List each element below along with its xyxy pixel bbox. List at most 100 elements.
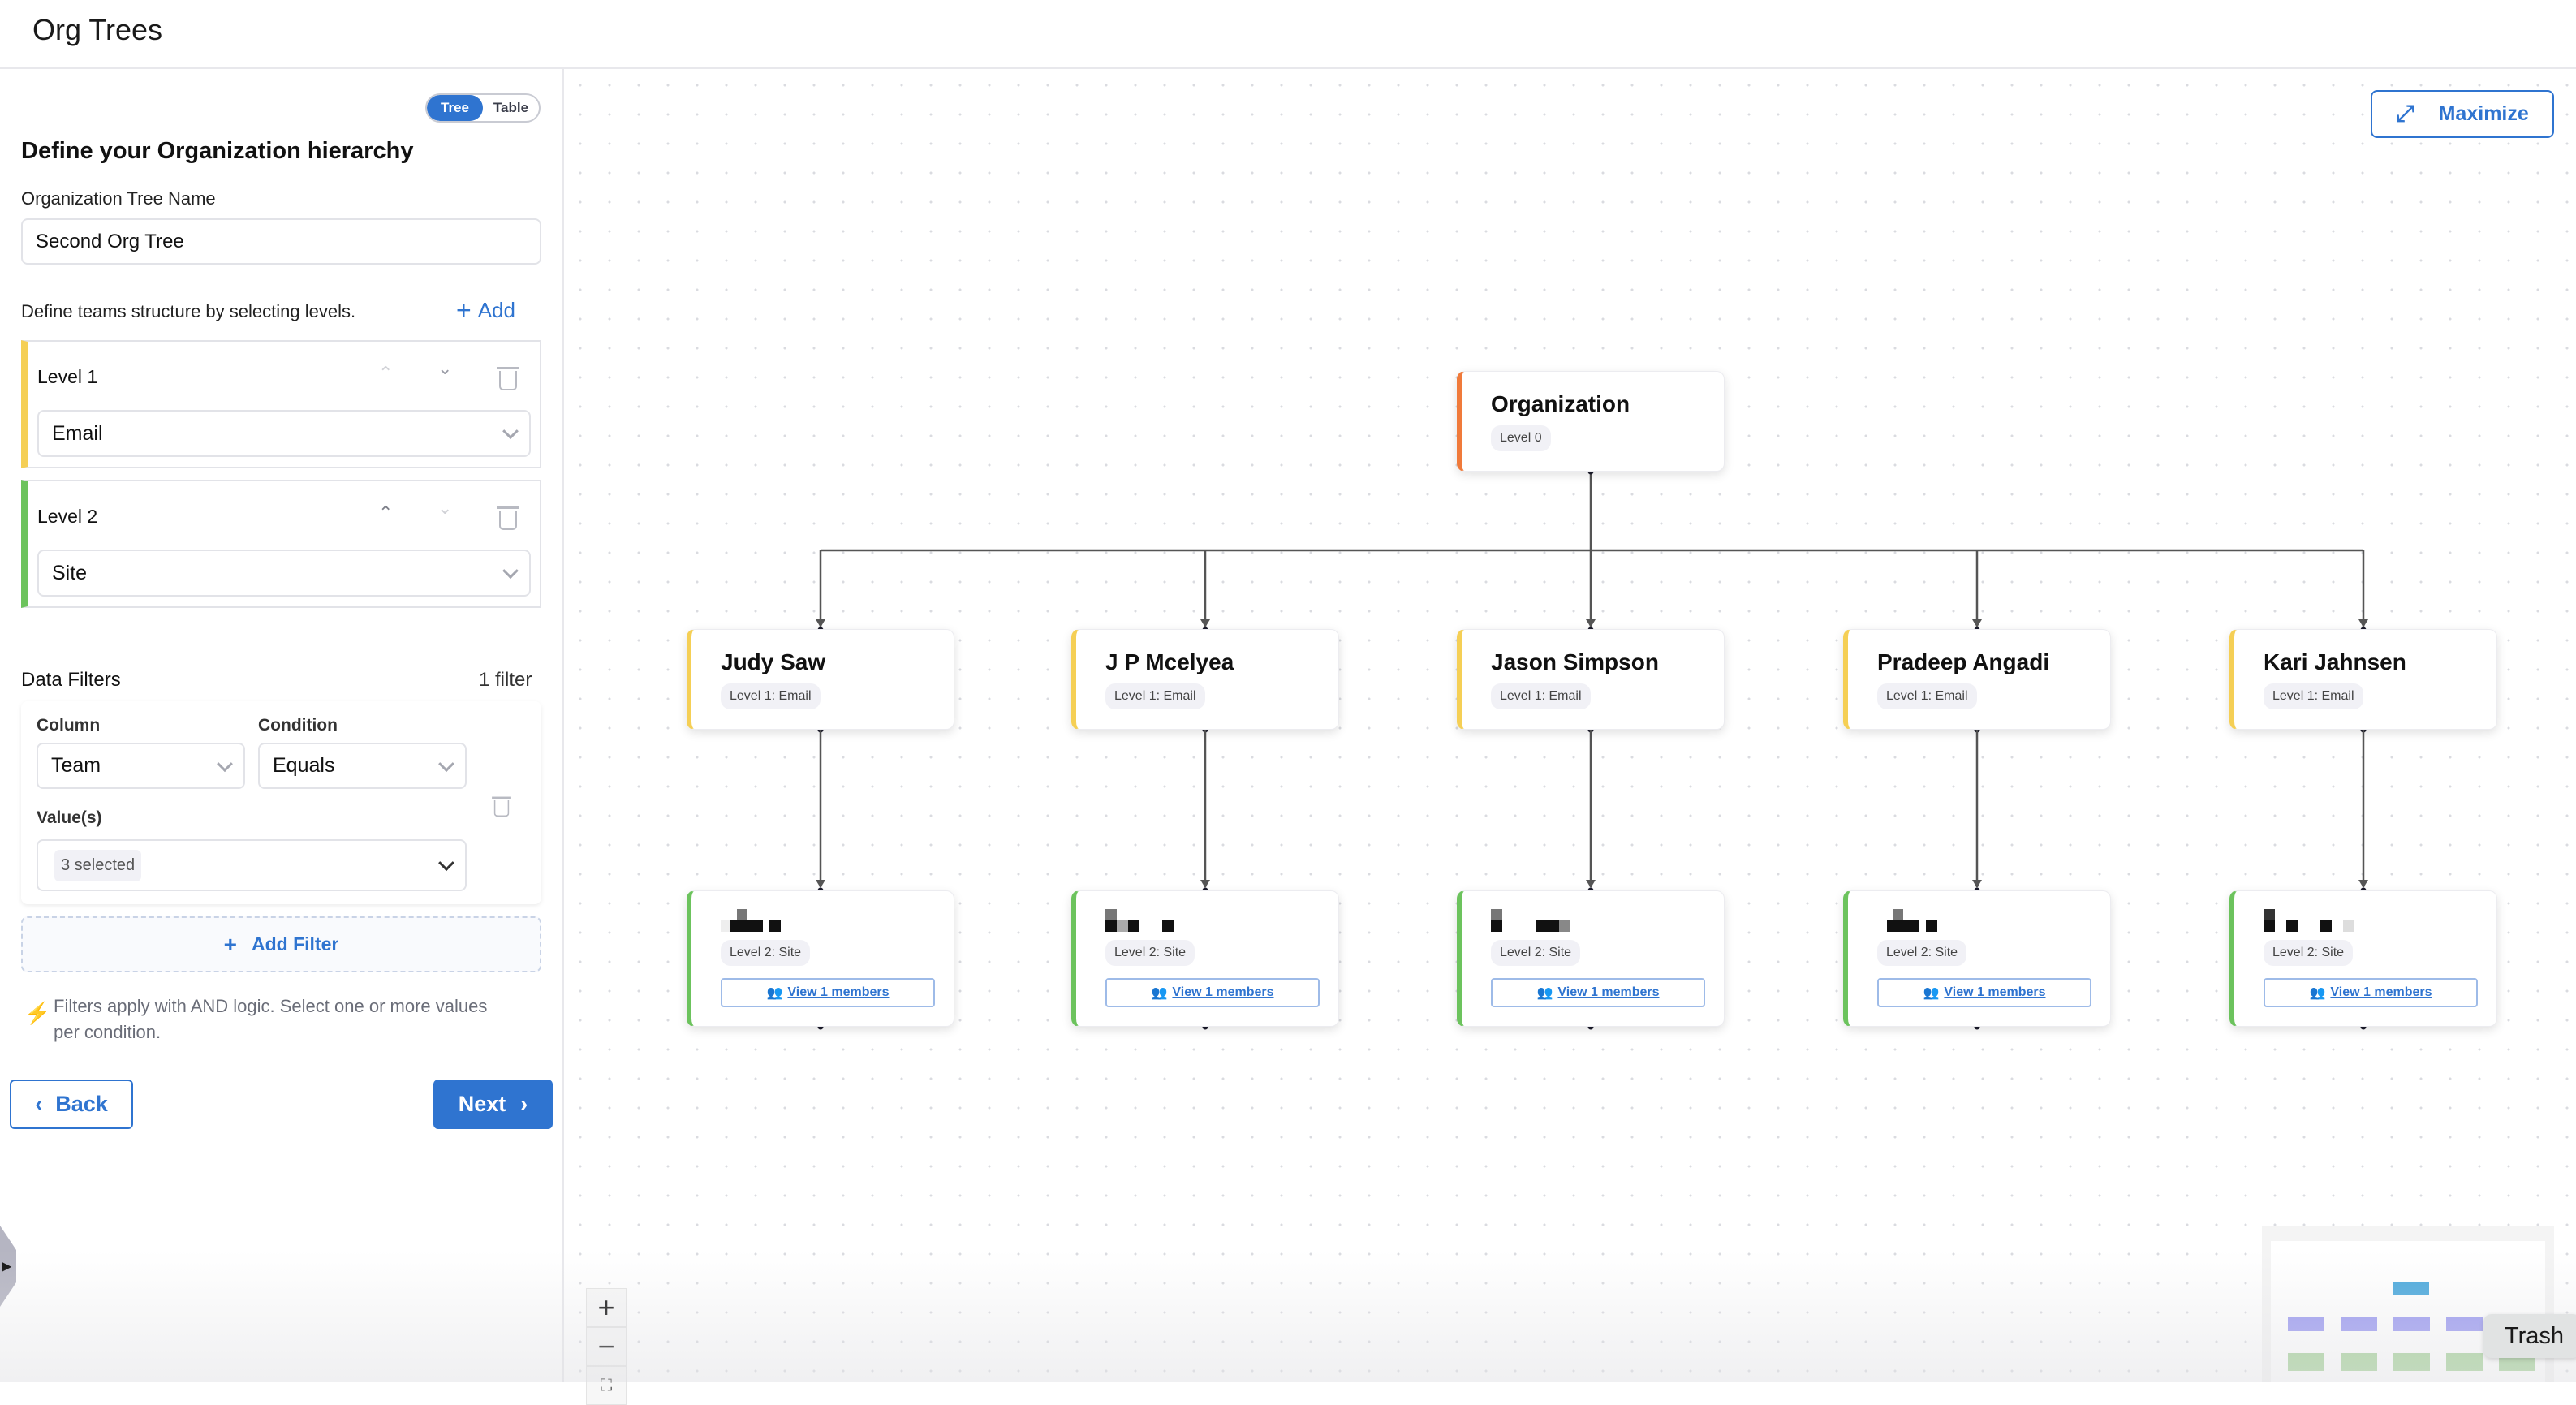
delete-filter-icon[interactable] <box>492 796 511 817</box>
arrow-head <box>1200 619 1210 627</box>
minimap-level2 <box>2288 1353 2324 1371</box>
minimap[interactable] <box>2262 1226 2554 1382</box>
level-badge: Level 2: Site <box>1105 940 1195 966</box>
level-card-1: Level 1 ⌃ ⌄ Email <box>21 340 541 468</box>
site-node[interactable]: Level 2: Site👥View 1 members <box>1843 890 2111 1027</box>
chevron-left-icon: ‹ <box>35 1092 43 1116</box>
users-icon: 👥 <box>1536 986 1553 1000</box>
redacted-pixel <box>1128 920 1139 932</box>
tab-tree[interactable]: Tree <box>427 95 483 121</box>
zoom-in-button[interactable]: + <box>586 1288 627 1327</box>
tree-name-input[interactable]: Second Org Tree <box>21 218 541 265</box>
level-badge: Level 1: Email <box>2264 683 2363 709</box>
page-heading: Define your Organization hierarchy <box>21 138 414 164</box>
redacted-site-name <box>1877 909 1975 933</box>
level-badge: Level 2: Site <box>2264 940 2354 966</box>
site-node[interactable]: Level 2: Site 👥View 1 members <box>687 890 954 1027</box>
redacted-pixel <box>1105 909 1117 920</box>
minimap-level2 <box>2341 1353 2377 1371</box>
view-members-button[interactable]: 👥View 1 members <box>2264 978 2478 1007</box>
minimap-level2 <box>2393 1353 2430 1371</box>
filter-count: 1 filter <box>479 669 532 691</box>
level-1-select[interactable]: Email <box>37 410 531 457</box>
node-name: Jason Simpson <box>1491 649 1659 674</box>
next-button[interactable]: Next› <box>433 1080 553 1129</box>
add-filter-button[interactable]: +Add Filter <box>21 916 541 972</box>
minimap-viewport <box>2271 1241 2545 1382</box>
redacted-pixel <box>1926 920 1937 932</box>
redacted-pixel <box>721 920 730 932</box>
condition-select[interactable]: Equals <box>258 743 467 789</box>
column-select[interactable]: Team <box>37 743 245 789</box>
arrow-head <box>2358 880 2368 888</box>
level-label: Level 2 <box>37 506 98 527</box>
users-icon: 👥 <box>1151 986 1168 1000</box>
view-members-button[interactable]: 👥View 1 members <box>1877 978 2091 1007</box>
condition-label: Condition <box>258 716 338 735</box>
values-multiselect[interactable]: 3 selected <box>37 839 467 891</box>
levels-hint: Define teams structure by selecting leve… <box>21 301 356 321</box>
add-level-button[interactable]: +Add <box>456 295 515 325</box>
level-badge: Level 1: Email <box>1877 683 1977 709</box>
delete-level-icon[interactable] <box>497 506 519 530</box>
arrow-head <box>816 880 825 888</box>
node-name: Organization <box>1491 391 1630 416</box>
site-node[interactable]: Level 2: Site 👥View 1 members <box>1071 890 1339 1027</box>
view-members-button[interactable]: 👥View 1 members <box>1491 978 1705 1007</box>
node-name: Judy Saw <box>721 649 826 674</box>
minimap-level2 <box>2446 1353 2483 1371</box>
minimap-level1 <box>2446 1317 2483 1331</box>
delete-level-icon[interactable] <box>497 367 519 390</box>
redacted-site-name <box>2264 909 2361 933</box>
selected-count-chip: 3 selected <box>54 849 142 881</box>
arrow-head <box>1972 619 1982 627</box>
level-badge: Level 1: Email <box>1491 683 1591 709</box>
back-button[interactable]: ‹Back <box>10 1080 133 1129</box>
redacted-pixel <box>1491 920 1502 932</box>
zoom-out-button[interactable]: − <box>586 1327 627 1366</box>
users-icon: 👥 <box>1923 986 1940 1000</box>
view-toggle[interactable]: Tree Table <box>425 93 541 123</box>
fit-view-button[interactable]: ⛶ <box>586 1366 627 1405</box>
maximize-button[interactable]: ⤢Maximize <box>2371 90 2554 138</box>
redacted-pixel <box>1117 920 1128 932</box>
lightning-icon: ⚡ <box>24 1001 51 1025</box>
redacted-pixel <box>1105 920 1117 932</box>
site-node[interactable]: Level 2: Site👥View 1 members <box>1457 890 1725 1027</box>
view-members-button[interactable]: 👥View 1 members <box>721 978 935 1007</box>
app-header: Org Trees <box>0 0 2576 69</box>
move-up-icon[interactable]: ⌃ <box>378 502 394 523</box>
arrow-head <box>1586 619 1596 627</box>
redacted-pixel <box>1559 920 1570 932</box>
expand-icon: ⤢ <box>2396 101 2414 126</box>
arrow-head <box>1586 880 1596 888</box>
filter-note: Filters apply with AND logic. Select one… <box>54 996 488 1042</box>
move-down-icon[interactable]: ⌄ <box>437 498 453 518</box>
trash-tooltip: Trash <box>2483 1314 2576 1358</box>
arrow-head <box>1200 880 1210 888</box>
node-name: Pradeep Angadi <box>1877 649 2050 674</box>
level-card-2: Level 2 ⌃ ⌄ Site <box>21 480 541 608</box>
tab-table[interactable]: Table <box>493 100 529 115</box>
level-badge: Level 0 <box>1491 425 1551 451</box>
plus-icon: + <box>223 931 237 957</box>
level-2-select[interactable]: Site <box>37 550 531 597</box>
redacted-pixel <box>1162 920 1174 932</box>
node-name: Kari Jahnsen <box>2264 649 2406 674</box>
values-label: Value(s) <box>37 808 102 827</box>
redacted-pixel <box>769 920 781 932</box>
view-members-button[interactable]: 👥View 1 members <box>1105 978 1320 1007</box>
move-down-icon[interactable]: ⌄ <box>437 358 453 378</box>
redacted-pixel <box>737 909 747 920</box>
move-up-icon[interactable]: ⌃ <box>378 363 394 383</box>
node-name: J P Mcelyea <box>1105 649 1234 674</box>
tree-name-label: Organization Tree Name <box>21 188 216 209</box>
site-node[interactable]: Level 2: Site 👥View 1 members <box>2229 890 2497 1027</box>
level-badge: Level 2: Site <box>721 940 811 966</box>
